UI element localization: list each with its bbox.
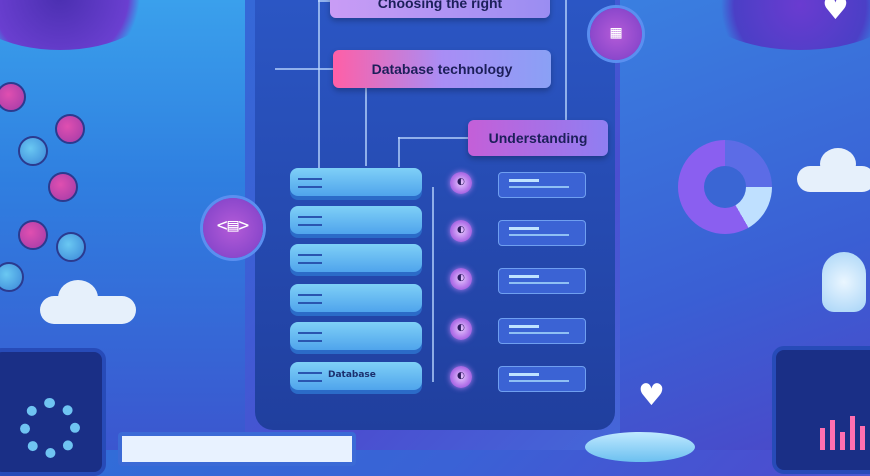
chart-bar: [850, 416, 855, 450]
cloud-icon: [58, 280, 98, 316]
connector-line: [398, 137, 400, 167]
subheading-label: Understanding: [468, 120, 608, 156]
connector-line: [398, 137, 468, 139]
lightbulb-icon: [822, 252, 866, 312]
gear-icon: [20, 398, 80, 458]
connector-line: [365, 88, 367, 166]
puzzle-icon: ▦: [590, 8, 642, 60]
database-disk: [290, 206, 422, 234]
pedestal: [585, 432, 695, 462]
network-node: [18, 136, 48, 166]
connector-line: [318, 0, 330, 2]
list-bullet-icon: ◐: [450, 172, 472, 194]
chart-bar: [830, 420, 835, 450]
list-item: [498, 220, 586, 246]
connector-line: [432, 187, 434, 382]
connector-line: [318, 0, 320, 168]
chart-bar: [860, 426, 865, 450]
chart-bar: [840, 432, 845, 450]
network-node: [55, 114, 85, 144]
connector-line: [565, 0, 567, 120]
heart-icon: ♥: [822, 0, 849, 27]
list-bullet-icon: ◐: [450, 318, 472, 340]
bottom-card: [118, 432, 356, 466]
title-label: Choosing the right: [330, 0, 550, 18]
network-node: [56, 232, 86, 262]
database-disk: [290, 244, 422, 272]
list-bullet-icon: ◐: [450, 220, 472, 242]
network-node: [0, 82, 26, 112]
list-item: [498, 318, 586, 344]
database-disk: [290, 322, 422, 350]
connector-line: [275, 68, 333, 70]
network-node: [48, 172, 78, 202]
heart-icon: ♥: [638, 378, 665, 413]
list-item: [498, 366, 586, 392]
cloud-icon: [820, 148, 856, 180]
list-bullet-icon: ◐: [450, 268, 472, 290]
network-node: [18, 220, 48, 250]
code-icon: <▤>: [203, 198, 263, 258]
list-item: [498, 172, 586, 198]
chart-bar: [820, 428, 825, 450]
list-bullet-icon: ◐: [450, 366, 472, 388]
heading-label: Database technology: [333, 50, 551, 88]
database-disk: [290, 284, 422, 312]
database-disk: Database: [290, 362, 422, 390]
phone-device: [772, 346, 870, 474]
donut-chart-icon: [678, 140, 772, 234]
network-node: [0, 262, 24, 292]
database-disk: [290, 168, 422, 196]
list-item: [498, 268, 586, 294]
